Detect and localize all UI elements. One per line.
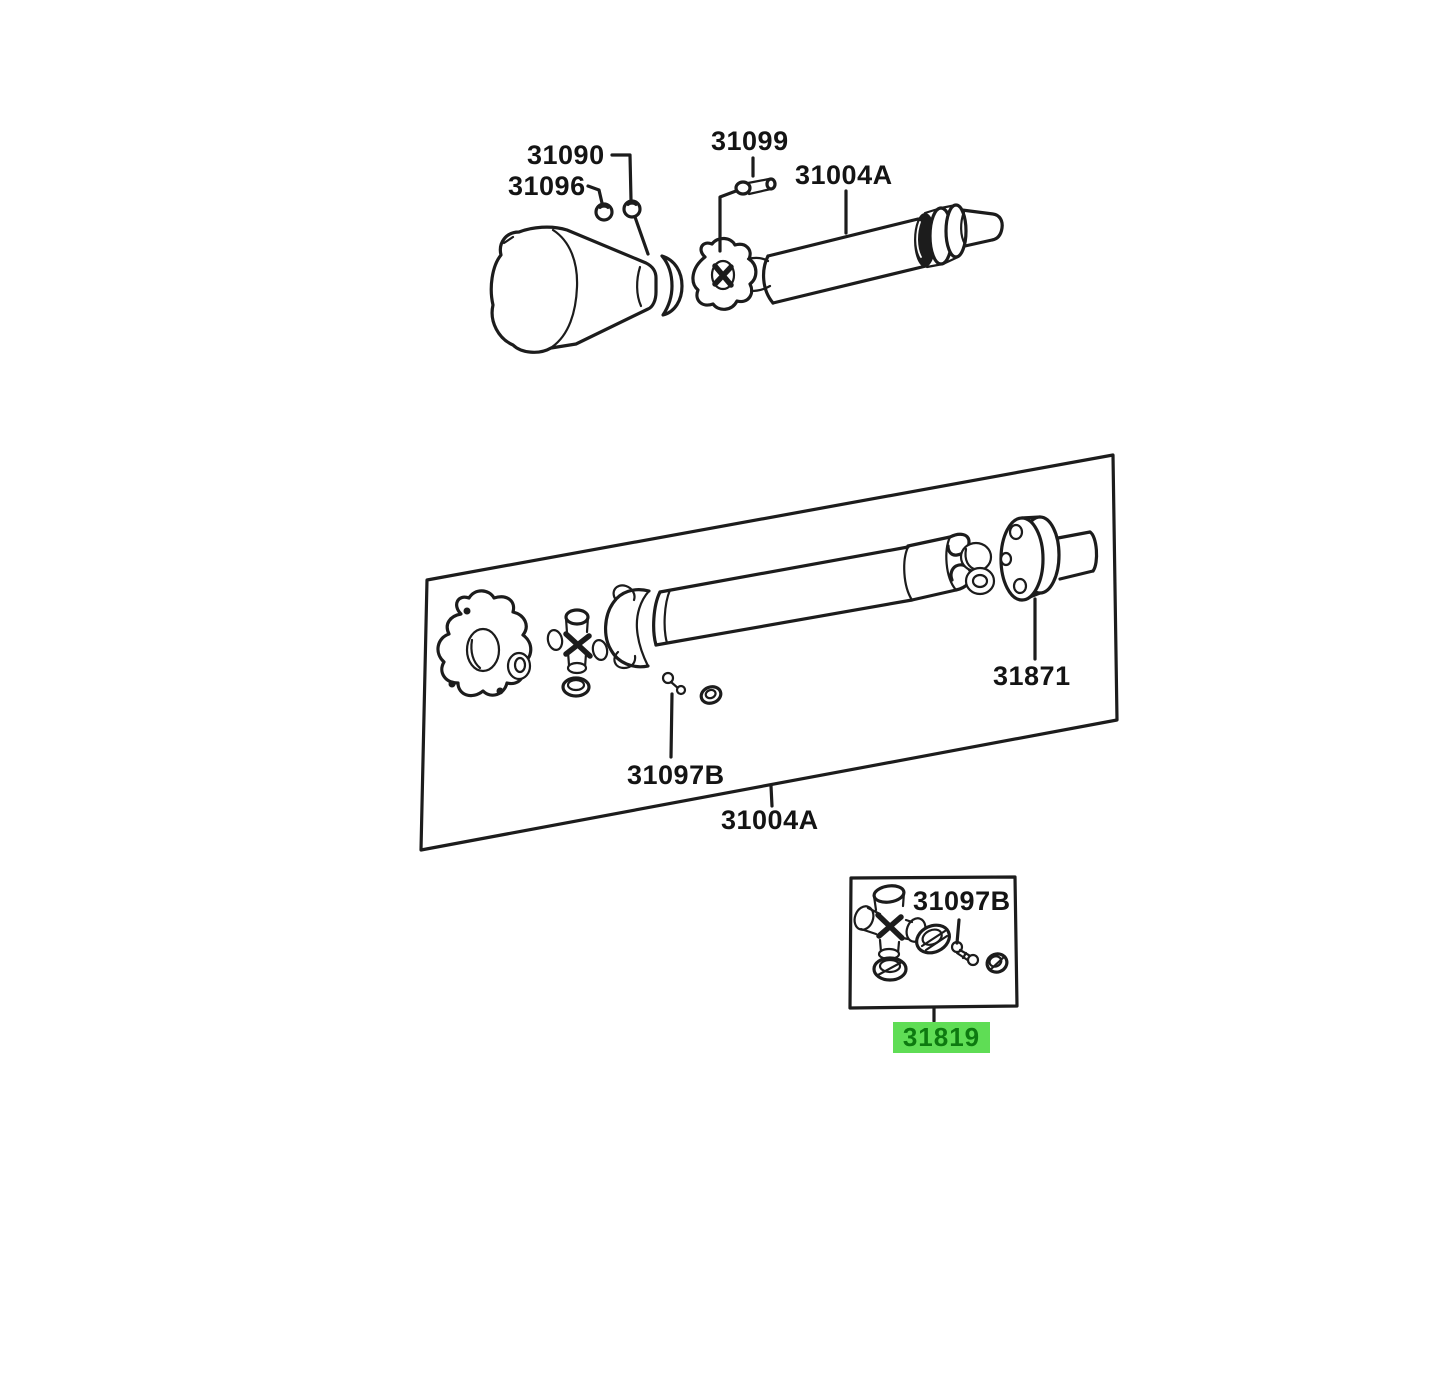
grease-fitting-mid-glyph [661, 671, 687, 696]
flange-31871-drawing [999, 515, 1099, 602]
companion-flange-drawing [436, 589, 533, 698]
ujoint-spider-drawing [546, 608, 609, 698]
front-propshaft-drawing [691, 203, 1004, 311]
part-label-31819-highlighted[interactable]: 31819 [893, 1022, 990, 1053]
part-label-31090: 31090 [527, 140, 605, 170]
sleeve-yoke-drawing [604, 584, 651, 670]
nut-31096-glyph [594, 202, 614, 222]
bolt-31099-glyph [734, 177, 777, 196]
kit-bearing-cap-glyph [985, 952, 1009, 974]
diff-housing-drawing [489, 225, 684, 354]
propshaft-tube-drawing [652, 545, 914, 647]
part-label-31004a-mid: 31004A [721, 805, 819, 835]
part-label-31096: 31096 [508, 171, 586, 201]
ujoint-kit-box [848, 875, 1019, 1010]
part-label-31099: 31099 [711, 126, 789, 156]
main-shaft-panel-box [419, 453, 1119, 852]
kit-bearing-cup-drawing [915, 923, 951, 955]
leader-lines-mid [669, 597, 1037, 808]
bearing-cap-mid-glyph [699, 685, 723, 705]
part-label-31097b-mid: 31097B [627, 760, 725, 790]
leader-lines-top [586, 153, 848, 256]
leader-lines-kit [932, 918, 961, 1023]
part-label-31097b-kit: 31097B [913, 886, 1011, 916]
kit-grease-fitting-glyph [950, 940, 980, 967]
part-label-31004a-top: 31004A [795, 160, 893, 190]
washer-31090-glyph [622, 199, 642, 219]
slip-yoke-drawing [906, 532, 996, 602]
part-label-31871: 31871 [993, 661, 1071, 691]
